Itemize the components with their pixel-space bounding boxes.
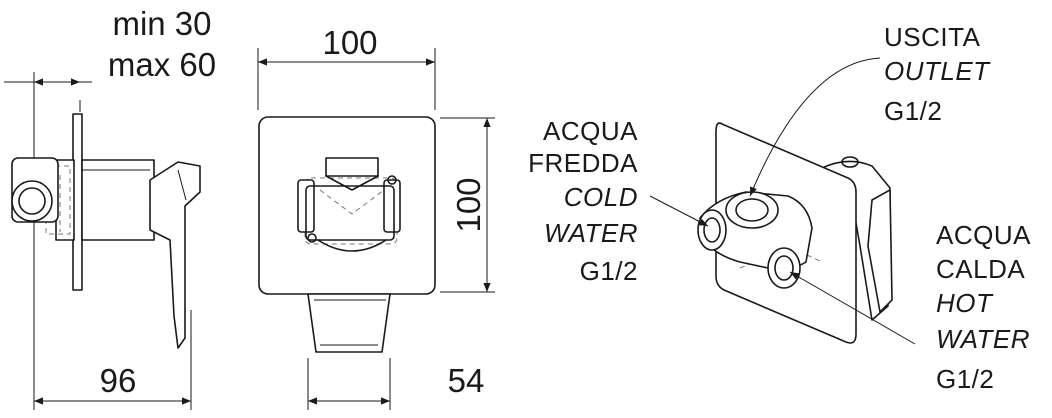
hot-en2-label: WATER	[936, 324, 1030, 354]
cold-it1-label: ACQUA	[543, 116, 638, 146]
cold-en2-label: WATER	[544, 218, 638, 248]
iso-outlet-port	[725, 191, 779, 229]
side-connector-ring	[11, 180, 53, 222]
front-outlet-connector	[325, 157, 379, 177]
iso-lever-handle	[867, 189, 893, 313]
iso-cold-inlet-port	[697, 209, 727, 251]
cold-it2-label: FREDDA	[528, 148, 638, 178]
hot-it1-label: ACQUA	[936, 220, 1031, 250]
outlet-leader-line	[749, 57, 881, 197]
outlet-it-label: USCITA	[884, 22, 981, 52]
hot-en1-label: HOT	[936, 288, 994, 318]
isometric-view	[649, 57, 916, 345]
hot-leader-line	[789, 271, 916, 345]
side-view: min 30 max 60 96	[4, 5, 216, 410]
hot-size-label: G1/2	[936, 364, 994, 394]
depth-min-label: min 30	[112, 5, 211, 42]
hot-label: ACQUA CALDA HOT WATER G1/2	[936, 220, 1031, 394]
front-lever-handle	[307, 293, 391, 353]
outlet-en-label: OUTLET	[884, 56, 991, 86]
plate-width-label: 100	[322, 24, 377, 61]
plate-height-label: 100	[450, 177, 487, 232]
cold-label: ACQUA FREDDA COLD WATER G1/2	[528, 116, 638, 286]
cold-size-label: G1/2	[580, 256, 638, 286]
outlet-size-label: G1/2	[884, 96, 942, 126]
front-wall-plate	[258, 116, 436, 295]
side-lever-handle	[149, 161, 201, 349]
cold-en1-label: COLD	[564, 182, 638, 212]
cold-leader-line	[649, 195, 709, 227]
depth-max-label: max 60	[108, 46, 216, 83]
outlet-label: USCITA OUTLET G1/2	[884, 22, 991, 126]
total-depth-label: 96	[100, 362, 137, 399]
iso-hot-inlet-port	[767, 247, 801, 289]
hot-it2-label: CALDA	[936, 254, 1025, 284]
handle-width-label: 54	[448, 362, 485, 399]
side-mixer-body	[81, 159, 155, 241]
front-view: 100 100 54	[257, 24, 495, 410]
